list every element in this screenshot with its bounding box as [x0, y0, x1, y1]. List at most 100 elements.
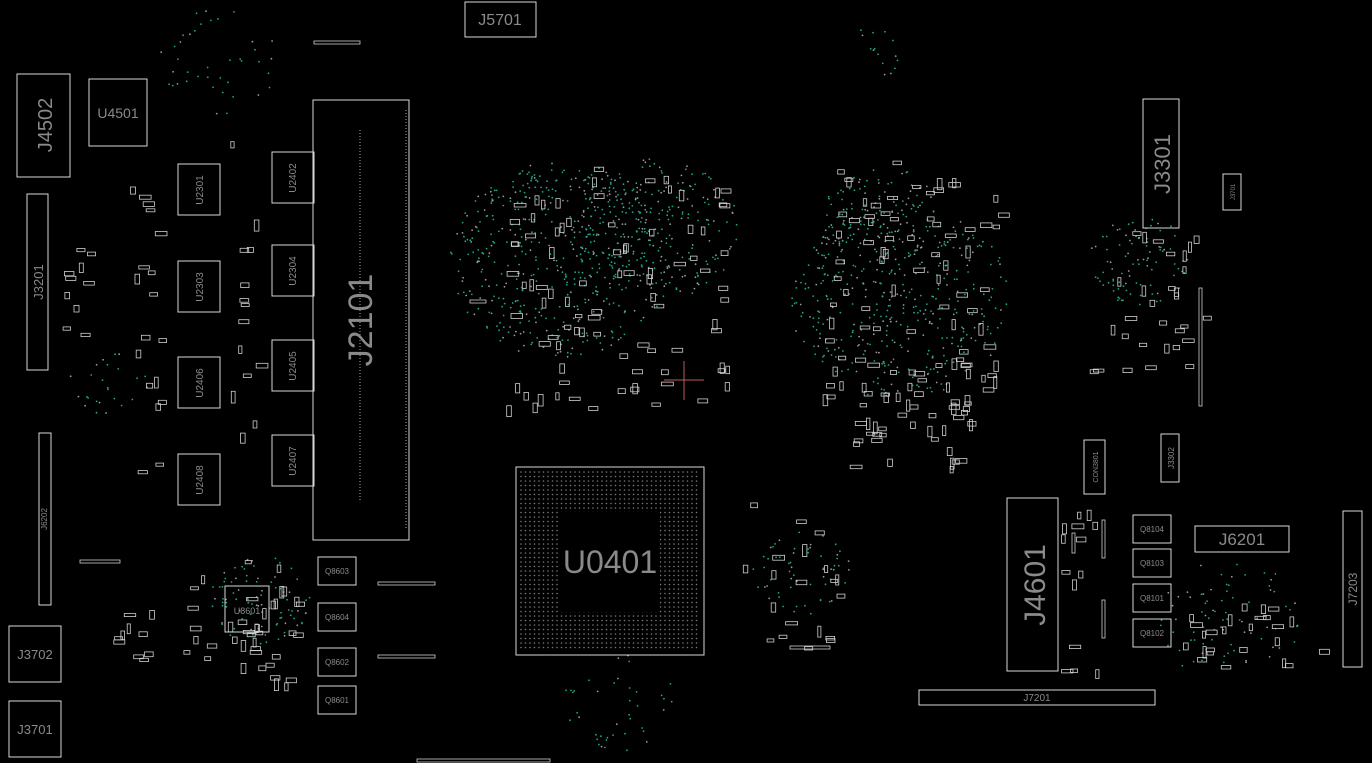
via: [1124, 255, 1127, 258]
passive-pad: [868, 217, 874, 226]
via: [586, 334, 589, 337]
via: [708, 176, 710, 179]
component-u2303[interactable]: U2303: [177, 260, 221, 313]
bga-ball: [565, 637, 567, 640]
passive-pad: [804, 646, 814, 651]
via: [635, 691, 638, 693]
bga-ball: [623, 628, 626, 631]
component-j4601[interactable]: J4601: [1006, 497, 1059, 672]
component-j3702[interactable]: J3702: [8, 625, 62, 683]
bga-ball: [565, 619, 567, 622]
via: [967, 271, 969, 273]
via: [989, 332, 992, 335]
via: [637, 210, 640, 213]
component-j2101[interactable]: J2101: [312, 99, 410, 541]
component-q8604[interactable]: Q8604: [317, 602, 357, 632]
bga-ball: [691, 624, 693, 626]
via: [217, 17, 219, 20]
component-u2408[interactable]: U2408: [177, 453, 221, 506]
bga-ball: [592, 489, 594, 491]
component-j3302[interactable]: J3302: [1160, 433, 1180, 483]
component-con3801[interactable]: CON3801: [1083, 439, 1106, 495]
component-u8601[interactable]: U8601: [224, 585, 270, 633]
passive-pad: [293, 632, 304, 638]
component-j3701-small[interactable]: J3701: [1222, 173, 1242, 211]
bga-ball: [592, 493, 594, 496]
component-u2405[interactable]: U2405: [271, 339, 315, 392]
component-u2406[interactable]: U2406: [177, 356, 221, 409]
component-q8104[interactable]: Q8104: [1132, 514, 1172, 544]
via: [1230, 643, 1232, 646]
component-q8101[interactable]: Q8101: [1132, 583, 1172, 613]
component-j4502[interactable]: J4502: [16, 73, 71, 178]
component-u2407[interactable]: U2407: [271, 434, 315, 487]
component-j6201[interactable]: J6201: [1194, 525, 1290, 553]
via: [881, 362, 883, 365]
component-j7203[interactable]: J7203: [1342, 510, 1363, 668]
bga-ball: [610, 619, 612, 622]
passive-pad: [795, 579, 808, 586]
bga-ball: [659, 529, 662, 532]
bga-ball: [551, 646, 554, 649]
component-q8601[interactable]: Q8601: [317, 685, 357, 715]
component-j6202[interactable]: J6202: [38, 432, 52, 606]
bga-ball: [556, 561, 558, 563]
via: [514, 208, 517, 211]
passive-pad: [966, 368, 971, 380]
passive-pad: [1141, 285, 1147, 297]
passive-pad: [855, 357, 867, 363]
via: [841, 248, 843, 251]
via: [477, 230, 480, 233]
component-u2402[interactable]: U2402: [271, 151, 315, 204]
via: [557, 328, 560, 331]
component-j5701[interactable]: J5701: [464, 1, 537, 38]
component-j3301[interactable]: J3301: [1142, 98, 1180, 229]
passive-pad: [1271, 624, 1285, 630]
component-u2304[interactable]: U2304: [271, 244, 315, 297]
component-j3701[interactable]: J3701: [8, 700, 62, 758]
passive-pad: [515, 383, 521, 394]
bga-ball: [520, 597, 522, 599]
bga-ball: [659, 637, 662, 640]
bga-ball: [533, 633, 536, 635]
via: [592, 292, 594, 294]
component-u0401[interactable]: U0401: [515, 466, 705, 656]
via: [875, 351, 878, 354]
via: [235, 577, 237, 580]
component-q8102[interactable]: Q8102: [1132, 618, 1172, 648]
bga-ball: [664, 597, 666, 599]
bga-ball: [596, 615, 599, 617]
component-u4501[interactable]: U4501: [88, 78, 148, 147]
bga-ball: [614, 484, 617, 487]
bga-ball: [628, 489, 630, 491]
bga-ball: [547, 507, 549, 509]
bga-ball: [601, 624, 603, 626]
via: [585, 228, 588, 230]
passive-pad: [1202, 630, 1207, 639]
via: [535, 259, 537, 261]
via: [609, 183, 612, 185]
component-q8602[interactable]: Q8602: [317, 647, 357, 677]
passive-pad: [750, 502, 758, 509]
component-j7201[interactable]: J7201: [918, 689, 1156, 706]
bga-ball: [520, 529, 522, 532]
via: [615, 723, 618, 726]
bga-ball: [641, 507, 644, 509]
passive-pad: [623, 244, 627, 254]
bga-ball: [659, 525, 662, 527]
component-u2301[interactable]: U2301: [177, 163, 221, 216]
component-j3201[interactable]: J3201: [26, 193, 49, 371]
bga-ball: [529, 556, 531, 559]
component-q8103[interactable]: Q8103: [1132, 548, 1172, 578]
via: [1192, 631, 1195, 634]
via: [849, 223, 852, 226]
component-q8603[interactable]: Q8603: [317, 556, 357, 586]
via: [880, 232, 883, 235]
via: [219, 77, 222, 79]
bga-ball: [533, 646, 536, 649]
bga-ball: [632, 493, 635, 496]
via: [1220, 599, 1223, 602]
via: [1097, 277, 1099, 279]
